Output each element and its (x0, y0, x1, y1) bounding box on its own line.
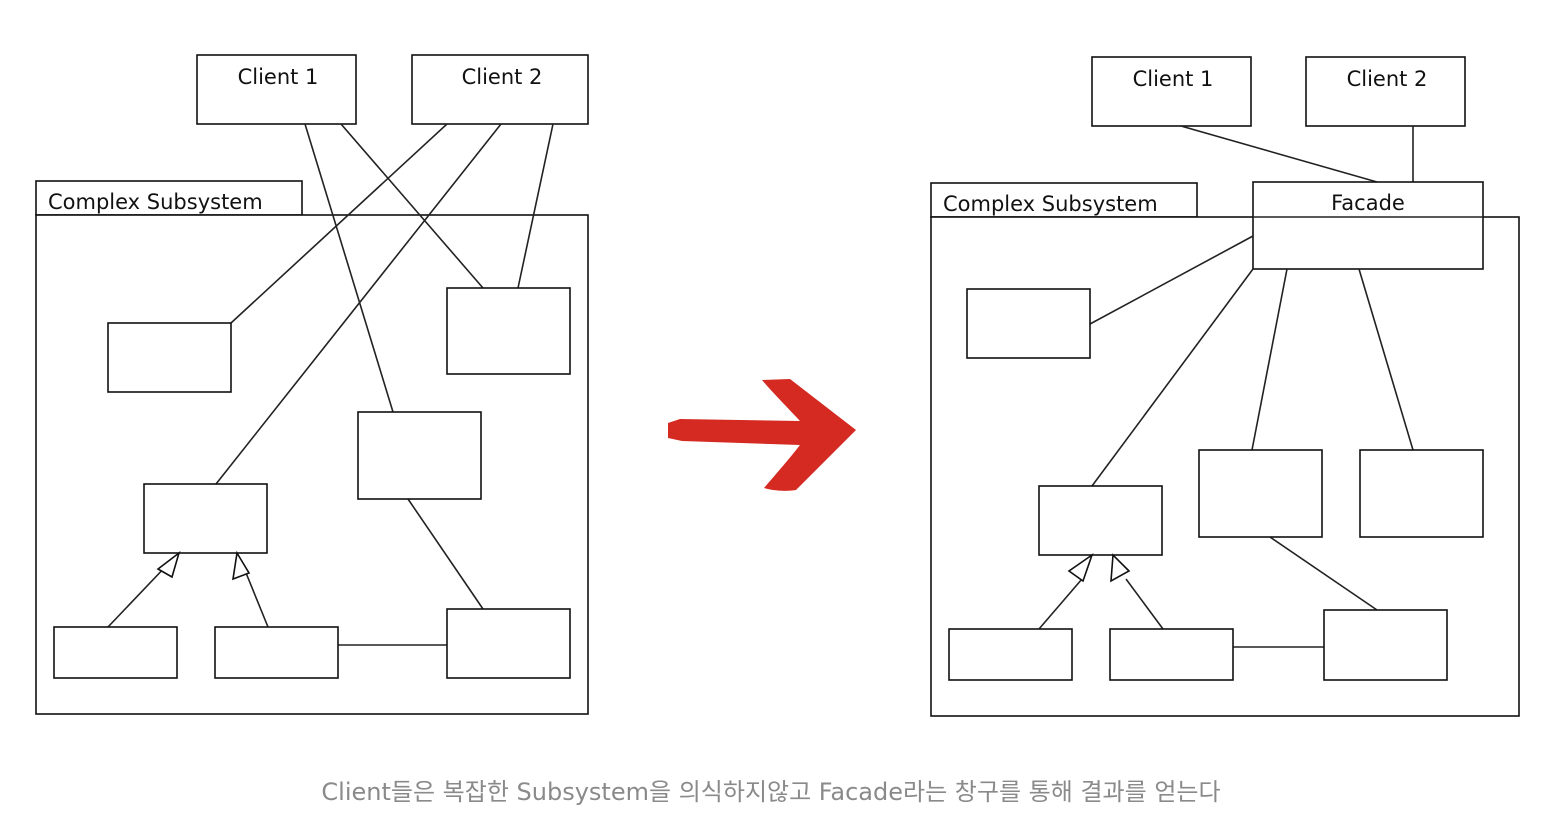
right-link-facade-center (1091, 268, 1254, 487)
right-box-bottomright (1323, 609, 1448, 681)
left-client1-label: Client 1 (238, 65, 319, 89)
left-link-c2-center (215, 123, 502, 485)
left-link-c1-mid (304, 123, 394, 413)
right-client1-box (1091, 56, 1252, 127)
right-link-c1-facade (1180, 125, 1378, 183)
facade-box (1252, 181, 1484, 270)
left-box-topleft (107, 322, 232, 393)
right-box-bottom1 (948, 628, 1073, 681)
left-subsystem-label: Complex Subsystem (48, 190, 263, 214)
right-client2-label: Client 2 (1347, 67, 1428, 91)
right-subsystem-label: Complex Subsystem (943, 192, 1158, 216)
left-inherit-line-2 (243, 567, 269, 628)
right-arrow-icon (668, 379, 856, 491)
left-box-mid (357, 411, 482, 500)
right-box-topleft (966, 288, 1091, 359)
right-inherit-arrow-2 (1110, 553, 1131, 583)
left-subsystem-tab (35, 180, 303, 216)
right-box-mid1 (1198, 449, 1323, 538)
right-box-center (1038, 485, 1163, 556)
right-link-mid1-bottomright (1269, 536, 1378, 611)
left-client2-label: Client 2 (462, 65, 543, 89)
left-link-c2-topleft (230, 123, 448, 324)
left-diagram: Complex Subsystem Client 1 Client 2 (35, 54, 589, 715)
right-client1-label: Client 1 (1133, 67, 1214, 91)
left-box-topright (446, 287, 571, 375)
right-client2-box (1305, 56, 1466, 127)
left-inherit-arrow-1 (156, 550, 181, 579)
right-link-facade-topleft (1089, 235, 1254, 325)
right-box-mid2 (1359, 449, 1484, 538)
left-box-bottomright (446, 608, 571, 679)
left-box-center (143, 483, 268, 554)
left-box-bottom1 (53, 626, 178, 679)
left-link-c1-topright (340, 123, 484, 289)
left-box-bottom2 (214, 626, 339, 679)
left-inherit-line-1 (107, 563, 169, 628)
right-link-facade-mid1 (1251, 268, 1288, 451)
right-subsystem-tab (930, 182, 1198, 218)
facade-label: Facade (1331, 191, 1405, 215)
right-diagram: Complex Subsystem Client 1 Client 2 Faca… (930, 56, 1520, 717)
right-inherit-line-1 (1038, 578, 1083, 630)
right-inherit-arrow-1 (1067, 552, 1094, 583)
right-box-bottom2 (1109, 628, 1234, 681)
left-client2-box (411, 54, 589, 125)
left-client1-box (196, 54, 357, 125)
right-link-facade-mid2 (1358, 268, 1414, 451)
left-link-mid-bottomright (407, 498, 484, 610)
right-inherit-line-2 (1125, 578, 1164, 630)
left-link-c2-topright (517, 123, 554, 289)
left-inherit-arrow-2 (232, 550, 251, 581)
diagram-caption: Client들은 복잡한 Subsystem을 의식하지않고 Facade라는 … (321, 778, 1221, 806)
